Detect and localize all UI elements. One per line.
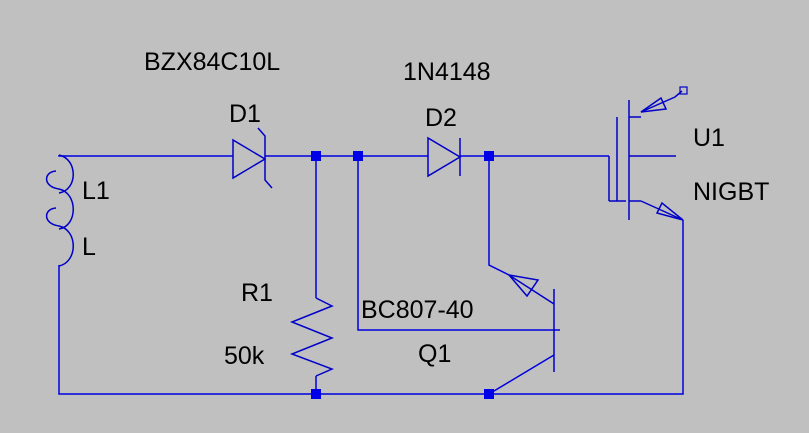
junction-dot bbox=[484, 389, 494, 399]
l1-ref-label: L1 bbox=[82, 177, 110, 205]
inductor-l1[interactable] bbox=[45, 154, 74, 267]
diode-triangle bbox=[232, 138, 267, 180]
zener-diode-d1[interactable] bbox=[232, 127, 273, 189]
igbt-collector-pin bbox=[679, 86, 688, 95]
q1-value-label: BC807-40 bbox=[361, 296, 474, 324]
q1-ref-label: Q1 bbox=[418, 340, 451, 368]
d1-value-label: BZX84C10L bbox=[144, 48, 280, 76]
l1-value-label: L bbox=[82, 233, 96, 261]
junction-dot bbox=[484, 151, 494, 161]
transistor-emitter-arrow bbox=[507, 273, 540, 298]
wire-node3-to-q1-emitter[interactable] bbox=[488, 156, 510, 276]
wire-bottom-rail[interactable] bbox=[58, 220, 684, 395]
junction-dot bbox=[311, 151, 321, 161]
wires bbox=[58, 155, 684, 395]
junctions bbox=[311, 151, 494, 399]
d2-ref-label: D2 bbox=[425, 104, 457, 132]
u1-value-label: NIGBT bbox=[693, 178, 769, 206]
igbt-emitter-arrow bbox=[655, 201, 684, 221]
diode-d2[interactable] bbox=[427, 136, 462, 178]
pnp-transistor-q1[interactable] bbox=[507, 273, 555, 372]
u1-ref-label: U1 bbox=[693, 124, 725, 152]
diode-triangle bbox=[427, 136, 462, 178]
junction-dot bbox=[353, 151, 363, 161]
d2-value-label: 1N4148 bbox=[403, 58, 491, 86]
d1-ref-label: D1 bbox=[229, 100, 261, 128]
labels: BZX84C10L D1 1N4148 D2 L1 L R1 50k BC807… bbox=[82, 48, 769, 370]
r1-ref-label: R1 bbox=[241, 279, 273, 307]
inductor-coil bbox=[45, 154, 74, 267]
igbt-emitter-lead bbox=[640, 200, 684, 221]
resistor-zigzag bbox=[289, 297, 335, 377]
junction-dot bbox=[311, 389, 321, 399]
wire-l1-top-to-d1[interactable] bbox=[58, 155, 233, 157]
wire-q1-collector-to-rail[interactable] bbox=[488, 354, 555, 395]
zener-cathode-bar bbox=[257, 127, 273, 189]
igbt-collector-arrow bbox=[640, 96, 668, 113]
r1-value-label: 50k bbox=[224, 342, 265, 370]
wire-node2-to-q1-base[interactable] bbox=[357, 156, 560, 331]
igbt-u1[interactable] bbox=[608, 86, 688, 221]
resistor-r1[interactable] bbox=[289, 297, 335, 377]
